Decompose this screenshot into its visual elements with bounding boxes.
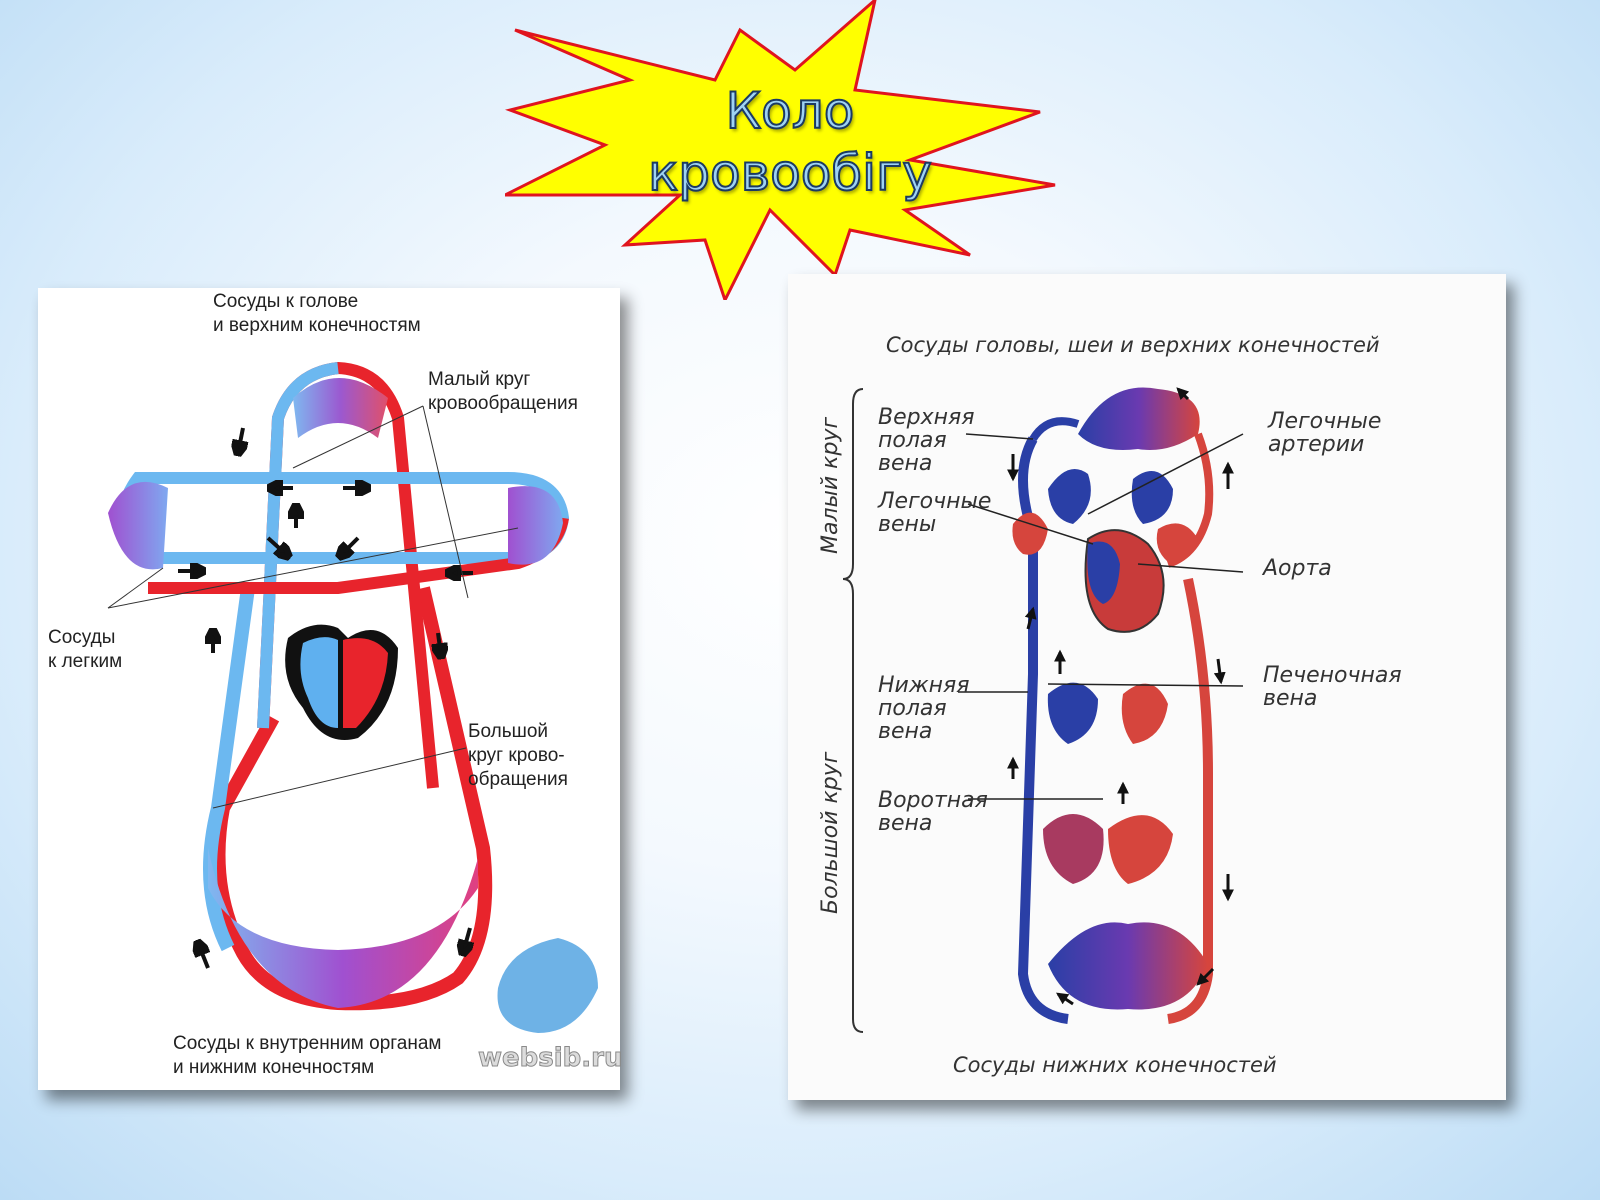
label-lower-vena-cava: Нижняя полая вена <box>878 673 970 744</box>
right-diagram-drawing <box>842 387 1244 1033</box>
label-small-circle: Малый круг кровообращения <box>428 369 578 414</box>
label-lower-limb-vessels: Сосуды нижних конечностей <box>953 1053 1277 1077</box>
label-aorta: Аорта <box>1263 556 1332 581</box>
label-big-circle: Большой круг крово- обращения <box>468 721 568 790</box>
slide-title: Коло кровообігу <box>647 81 933 203</box>
label-small-circle-bracket: Малый круг <box>818 416 843 554</box>
label-pulmonary-arteries: Легочные артерии <box>1268 409 1382 457</box>
label-portal-vein: Воротная вена <box>878 788 988 836</box>
label-big-circle-bracket: Большой круг <box>818 751 843 914</box>
label-lung-vessels: Сосуды к легким <box>48 627 123 672</box>
label-pulmonary-veins: Легочные вены <box>878 489 992 537</box>
label-organ-vessels: Сосуды к внутренним органам и нижним кон… <box>173 1033 442 1078</box>
label-head-neck-vessels: Сосуды головы, шеи и верхних конечностей <box>886 333 1380 357</box>
label-hepatic-vein: Печеночная вена <box>1263 663 1402 711</box>
left-circulation-diagram: Сосуды к голове и верхним конечностям Ма… <box>38 288 623 1090</box>
left-diagram-drawing <box>107 361 598 1033</box>
label-head-vessels: Сосуды к голове и верхним конечностям <box>213 291 421 336</box>
right-circulation-diagram: Сосуды головы, шеи и верхних конечностей… <box>788 274 1506 1100</box>
starburst-shape <box>505 0 1056 300</box>
watermark: websib.ru <box>477 1043 623 1074</box>
label-upper-vena-cava: Верхняя полая вена <box>878 405 975 476</box>
